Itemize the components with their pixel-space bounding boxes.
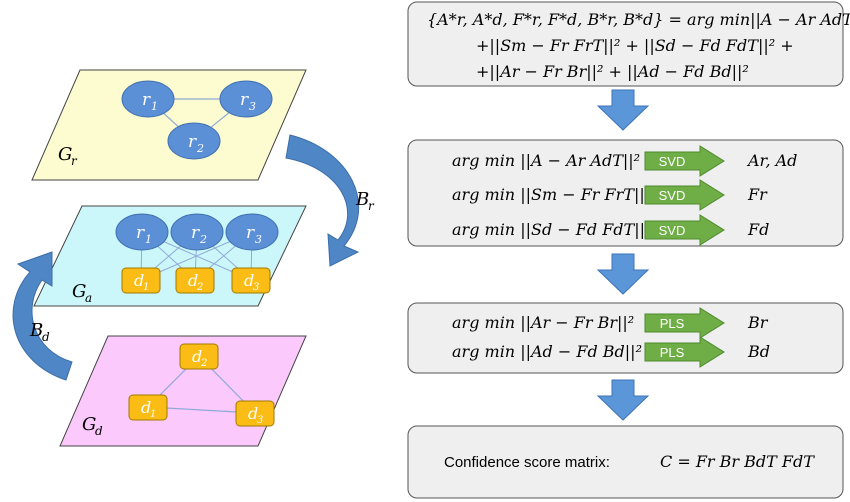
final-box: Confidence score matrix: C = Fr Br BdT F… xyxy=(407,425,844,499)
node-d1-mid: d 1 xyxy=(121,267,161,294)
svg-text:r: r xyxy=(246,223,255,243)
pls-row-2: arg min ||Ad − Fd Bd||² PLS Bd xyxy=(452,336,770,368)
svg-text:Br: Br xyxy=(747,313,769,332)
svg-text:d: d xyxy=(95,424,103,438)
pls-box: arg min ||Ar − Fr Br||² PLS Br arg min |… xyxy=(407,302,844,374)
svg-text:d: d xyxy=(248,404,258,423)
node-d3-bottom: d 3 xyxy=(235,400,275,427)
middle-plane: r 1 r 2 r 3 d 1 d 2 d 3 G a xyxy=(33,205,307,307)
svg-text:3: 3 xyxy=(249,100,256,113)
svg-text:1: 1 xyxy=(151,100,158,113)
svg-text:SVD: SVD xyxy=(659,223,686,238)
node-d1-bottom: d 1 xyxy=(128,394,168,421)
curved-arrow-br xyxy=(285,134,360,267)
svg-text:arg min ||A − Ar AdT||²: arg min ||A − Ar AdT||² xyxy=(452,151,640,170)
svg-text:B: B xyxy=(29,320,43,341)
objective-box: {A*r, A*d, F*r, F*d, B*r, B*d} = arg min… xyxy=(407,1,850,87)
node-r1-mid: r 1 xyxy=(115,213,169,251)
node-d2-mid: d 2 xyxy=(175,267,215,294)
confidence-label: Confidence score matrix: xyxy=(444,454,610,471)
bottom-plane: d 2 d 1 d 3 G d xyxy=(59,335,307,447)
svg-text:d: d xyxy=(134,271,144,290)
svg-text:r: r xyxy=(71,154,78,168)
svd-row-3: arg min ||Sd − Fd FdT||² SVD Fd xyxy=(452,214,769,246)
svg-text:arg min ||Sm − Fr FrT||²: arg min ||Sm − Fr FrT||² xyxy=(452,185,651,204)
node-r1-top: r 1 xyxy=(121,80,175,118)
node-d3-mid: d 3 xyxy=(231,267,271,294)
svg-text:r: r xyxy=(136,223,145,243)
svg-text:arg min ||Ad − Fd Bd||²: arg min ||Ad − Fd Bd||² xyxy=(452,342,642,361)
node-r3-mid: r 3 xyxy=(225,213,279,251)
svg-text:d: d xyxy=(192,347,202,366)
svg-text:3: 3 xyxy=(257,415,263,426)
svg-text:r: r xyxy=(240,90,249,110)
svg-text:a: a xyxy=(85,291,92,305)
svg-text:d: d xyxy=(188,271,198,290)
objective-line-1: {A*r, A*d, F*r, F*d, B*r, B*d} = arg min… xyxy=(427,10,850,29)
node-r2-top: r 2 xyxy=(167,122,221,160)
svd-arrow-3: SVD xyxy=(644,214,725,246)
svg-text:1: 1 xyxy=(145,233,152,246)
svg-text:2: 2 xyxy=(199,233,207,246)
arrow-label-bd: B d xyxy=(29,320,50,344)
svg-text:3: 3 xyxy=(255,233,262,246)
svg-text:r: r xyxy=(368,199,375,213)
flow-arrow-1 xyxy=(596,89,650,131)
confidence-formula: C = Fr Br BdT FdT xyxy=(660,452,815,471)
flow-arrow-2 xyxy=(596,253,650,295)
svg-text:SVD: SVD xyxy=(659,188,686,203)
svg-text:G: G xyxy=(82,414,96,435)
svg-text:arg min ||Ar − Fr Br||²: arg min ||Ar − Fr Br||² xyxy=(452,313,634,332)
svg-text:SVD: SVD xyxy=(659,154,686,169)
plane-label-middle: G a xyxy=(72,281,92,305)
svg-text:arg min ||Sd − Fd FdT||²: arg min ||Sd − Fd FdT||² xyxy=(452,220,651,239)
svg-text:Fd: Fd xyxy=(747,220,769,239)
pls-arrow-1: PLS xyxy=(644,307,725,339)
svg-text:3: 3 xyxy=(253,282,259,293)
svg-text:G: G xyxy=(58,144,72,165)
svg-text:d: d xyxy=(42,330,50,344)
objective-line-3: +||Ar − Fr Br||² + ||Ad − Fd Bd||² xyxy=(476,62,749,81)
svd-arrow-1: SVD xyxy=(644,145,725,177)
svg-text:1: 1 xyxy=(143,282,149,293)
svg-text:Bd: Bd xyxy=(747,342,770,361)
svd-arrow-2: SVD xyxy=(644,179,725,211)
svg-text:d: d xyxy=(141,398,151,417)
svg-text:PLS: PLS xyxy=(660,316,685,331)
curved-arrow-bd xyxy=(12,251,73,381)
svg-text:2: 2 xyxy=(196,142,204,155)
svg-text:1: 1 xyxy=(150,409,156,420)
node-r2-mid: r 2 xyxy=(170,213,224,251)
svg-text:2: 2 xyxy=(196,282,203,293)
svg-text:r: r xyxy=(191,223,200,243)
objective-line-2: +||Sm − Fr FrT||² + ||Sd − Fd FdT||² + xyxy=(476,36,794,55)
svg-text:d: d xyxy=(244,271,254,290)
arrow-label-br: B r xyxy=(355,189,375,213)
svg-text:Fr: Fr xyxy=(747,185,768,204)
svd-row-2: arg min ||Sm − Fr FrT||² SVD Fr xyxy=(452,179,768,211)
svg-text:r: r xyxy=(142,90,151,110)
svd-box: arg min ||A − Ar AdT||² SVD Ar, Ad arg m… xyxy=(407,139,844,247)
svg-text:B: B xyxy=(355,189,369,210)
plane-label-bottom: G d xyxy=(82,414,103,438)
svg-text:PLS: PLS xyxy=(660,345,685,360)
node-r3-top: r 3 xyxy=(219,80,273,118)
top-plane: r 1 r 3 r 2 G r xyxy=(31,69,307,181)
node-d2-bottom: d 2 xyxy=(179,343,219,370)
svg-text:2: 2 xyxy=(200,358,207,369)
flow-arrow-3 xyxy=(596,379,650,421)
pls-row-1: arg min ||Ar − Fr Br||² PLS Br xyxy=(452,307,769,339)
svg-text:r: r xyxy=(188,132,197,152)
svd-row-1: arg min ||A − Ar AdT||² SVD Ar, Ad xyxy=(452,145,797,177)
pls-arrow-2: PLS xyxy=(644,336,725,368)
svg-text:Ar, Ad: Ar, Ad xyxy=(746,151,797,170)
plane-label-top: G r xyxy=(58,144,78,168)
svg-text:G: G xyxy=(72,281,86,302)
